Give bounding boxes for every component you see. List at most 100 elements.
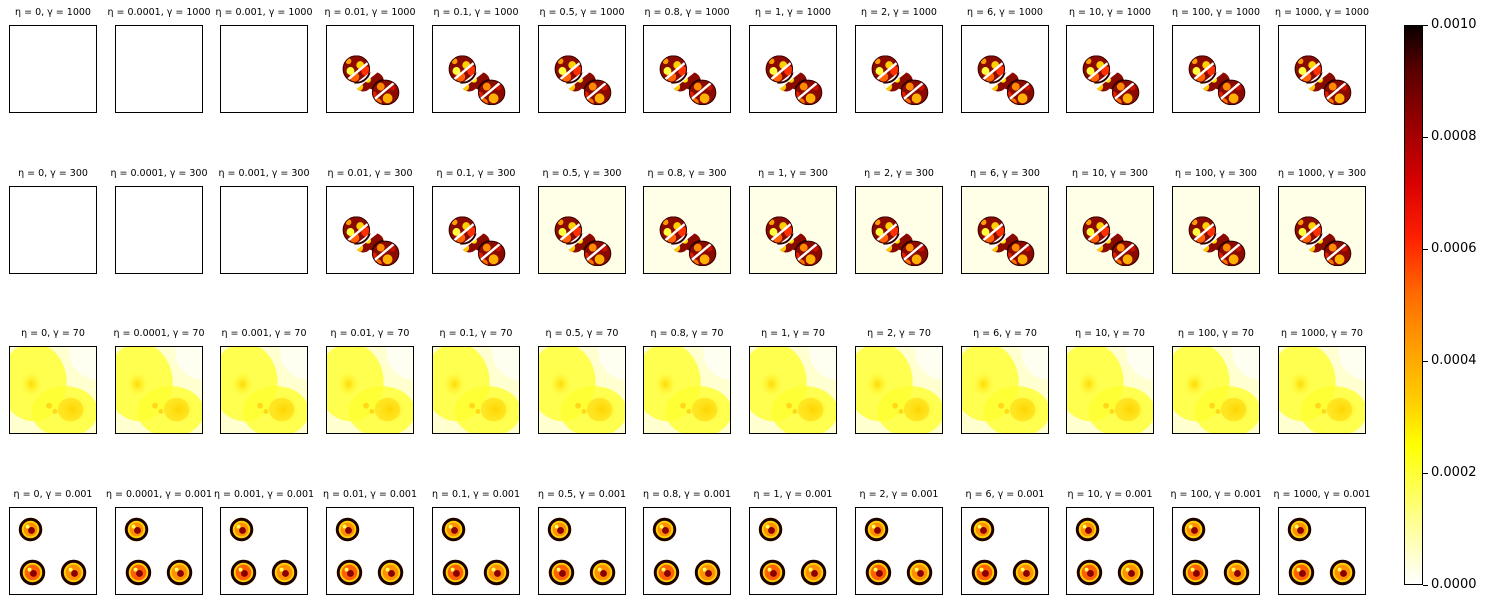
heatmap-panel xyxy=(1278,25,1366,113)
heatmap-image xyxy=(1294,55,1352,106)
heatmap-image xyxy=(342,216,400,267)
heatmap-image xyxy=(659,55,717,106)
heatmap-image xyxy=(750,187,836,273)
heatmap-image xyxy=(342,55,400,106)
panel-title: η = 0.01, γ = 70 xyxy=(330,328,410,339)
colorbar-tick-label: 0.0006 xyxy=(1431,241,1477,256)
heatmap-image xyxy=(1173,187,1259,273)
heatmap-panel xyxy=(961,25,1049,113)
heatmap-image xyxy=(750,347,836,433)
heatmap-panel xyxy=(115,507,203,595)
heatmap-panel xyxy=(643,25,731,113)
heatmap-panel xyxy=(115,186,203,274)
heatmap-image xyxy=(10,187,96,273)
heatmap-image xyxy=(970,517,1039,586)
heatmap-panel xyxy=(749,346,837,434)
panel-title: η = 0.01, γ = 0.001 xyxy=(322,489,418,500)
panel-title: η = 0.01, γ = 1000 xyxy=(324,7,416,18)
heatmap-image xyxy=(124,517,193,586)
heatmap-image xyxy=(644,347,730,433)
heatmap-panel xyxy=(1278,186,1366,274)
panel-title: η = 2, γ = 300 xyxy=(864,168,934,179)
heatmap-image xyxy=(1287,517,1356,586)
heatmap-panel xyxy=(961,186,1049,274)
heatmap-panel xyxy=(538,507,626,595)
heatmap-image xyxy=(1173,347,1259,433)
panel-title: η = 0.001, γ = 300 xyxy=(218,168,310,179)
panel-title: η = 1, γ = 300 xyxy=(758,168,828,179)
heatmap-panel xyxy=(115,25,203,113)
panel-title: η = 0.1, γ = 0.001 xyxy=(432,489,520,500)
heatmap-panel xyxy=(220,186,308,274)
panel-title: η = 1000, γ = 70 xyxy=(1281,328,1363,339)
heatmap-panel xyxy=(1278,346,1366,434)
heatmap-image xyxy=(441,517,510,586)
panel-title: η = 6, γ = 1000 xyxy=(967,7,1043,18)
heatmap-image xyxy=(221,347,307,433)
heatmap-image xyxy=(547,517,616,586)
heatmap-image xyxy=(10,26,96,112)
heatmap-panel xyxy=(855,186,943,274)
heatmap-panel xyxy=(9,25,97,113)
heatmap-panel xyxy=(855,346,943,434)
colorbar-tick-label: 0.0010 xyxy=(1431,17,1477,32)
heatmap-panel xyxy=(1066,25,1154,113)
heatmap-panel xyxy=(538,346,626,434)
panel-title: η = 10, γ = 0.001 xyxy=(1067,489,1153,500)
colorbar-tick xyxy=(1423,585,1428,586)
panel-title: η = 0.001, γ = 70 xyxy=(221,328,307,339)
heatmap-panel xyxy=(1172,346,1260,434)
heatmap-image xyxy=(116,347,202,433)
panel-title: η = 100, γ = 300 xyxy=(1175,168,1257,179)
panel-title: η = 0.0001, γ = 0.001 xyxy=(105,489,213,500)
heatmap-panel xyxy=(1172,186,1260,274)
panel-title: η = 0.1, γ = 300 xyxy=(436,168,516,179)
colorbar-tick xyxy=(1423,137,1428,138)
heatmap-panel xyxy=(326,507,414,595)
heatmap-image xyxy=(1067,347,1153,433)
panel-title: η = 100, γ = 0.001 xyxy=(1170,489,1262,500)
heatmap-panel xyxy=(1066,346,1154,434)
heatmap-image xyxy=(448,55,506,106)
heatmap-image xyxy=(116,26,202,112)
heatmap-image xyxy=(765,55,823,106)
heatmap-panel xyxy=(643,507,731,595)
heatmap-panel xyxy=(220,25,308,113)
panel-title: η = 0.5, γ = 0.001 xyxy=(538,489,626,500)
panel-title: η = 0.8, γ = 70 xyxy=(650,328,724,339)
panel-title: η = 0.1, γ = 70 xyxy=(439,328,513,339)
heatmap-panel xyxy=(1172,507,1260,595)
colorbar-tick-label: 0.0008 xyxy=(1431,129,1477,144)
colorbar-tick-label: 0.0000 xyxy=(1431,577,1477,592)
panel-title: η = 2, γ = 1000 xyxy=(861,7,937,18)
panel-title: η = 0, γ = 1000 xyxy=(15,7,91,18)
heatmap-image xyxy=(758,517,827,586)
heatmap-panel xyxy=(538,186,626,274)
heatmap-panel xyxy=(643,186,731,274)
heatmap-panel xyxy=(643,346,731,434)
panel-title: η = 0, γ = 300 xyxy=(18,168,88,179)
heatmap-panel xyxy=(432,507,520,595)
heatmap-panel xyxy=(749,186,837,274)
heatmap-image xyxy=(644,187,730,273)
heatmap-image xyxy=(1279,347,1365,433)
heatmap-panel xyxy=(326,186,414,274)
colorbar-tick xyxy=(1423,249,1428,250)
panel-title: η = 1000, γ = 1000 xyxy=(1274,7,1370,18)
panel-title: η = 0.5, γ = 1000 xyxy=(539,7,625,18)
heatmap-panel xyxy=(115,346,203,434)
heatmap-image xyxy=(1082,55,1140,106)
heatmap-image xyxy=(1279,187,1365,273)
heatmap-image xyxy=(962,347,1048,433)
heatmap-panel xyxy=(961,346,1049,434)
colorbar xyxy=(1404,25,1423,585)
heatmap-panel xyxy=(220,507,308,595)
heatmap-panel xyxy=(9,346,97,434)
colorbar-tick xyxy=(1423,473,1428,474)
colorbar-tick xyxy=(1423,25,1428,26)
panel-title: η = 0.001, γ = 0.001 xyxy=(213,489,315,500)
panel-title: η = 0.5, γ = 300 xyxy=(542,168,622,179)
panel-title: η = 1, γ = 0.001 xyxy=(753,489,833,500)
panel-title: η = 0.8, γ = 300 xyxy=(647,168,727,179)
